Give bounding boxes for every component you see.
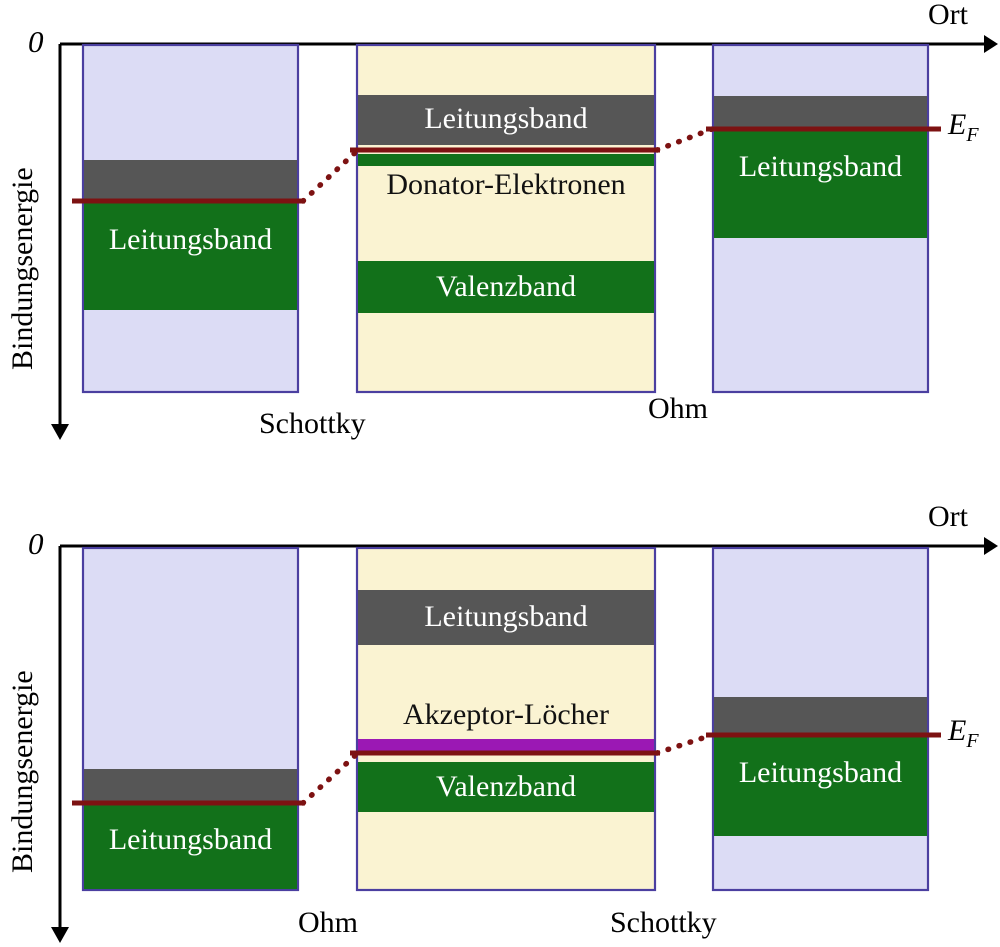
origin-label-n: 0	[28, 24, 44, 59]
right-contact-label-p: Schottky	[610, 906, 717, 939]
fermi-level-p	[72, 732, 941, 806]
valence-band-block	[358, 762, 654, 812]
y-axis-arrowhead	[51, 424, 69, 440]
semiconductor-valence-label-p: Valenzband	[436, 770, 576, 803]
right-contact-label-n: Ohm	[648, 392, 708, 425]
fermi-connector-right	[654, 732, 715, 756]
panel-n-type: 0 Ort Bindungsenergie Leitungsband Leitu…	[0, 0, 1000, 470]
conduction-band-block	[358, 95, 654, 145]
y-axis-label-p: Bindungsenergie	[6, 670, 39, 873]
origin-label-p: 0	[28, 526, 44, 561]
fermi-label-subscript: F	[966, 730, 979, 752]
fermi-level-n	[72, 126, 941, 204]
right-metal-band-label-p: Leitungsband	[738, 756, 903, 789]
region-left-metal-p	[81, 546, 300, 892]
right-metal-gray-band	[714, 697, 927, 733]
right-metal-green-band	[714, 733, 927, 836]
semiconductor-conduction-label-n: Leitungsband	[424, 102, 588, 135]
fermi-connector-right	[654, 126, 715, 153]
panel-n-type-graphics	[51, 35, 998, 440]
left-metal-band-label-n: Leitungsband	[108, 223, 273, 256]
panel-p-type-graphics	[51, 537, 998, 943]
region-middle-semiconductor-n	[355, 43, 657, 394]
fermi-label-text: E	[948, 108, 967, 141]
axes-p-type	[51, 537, 998, 943]
panel-p-type: 0 Ort Bindungsenergie Leitungsband Leitu…	[0, 470, 1000, 947]
y-axis-label-n: Bindungsenergie	[6, 167, 39, 370]
acceptor-level-block	[358, 739, 654, 751]
valence-band-block	[358, 261, 654, 313]
region-middle-semiconductor-p	[355, 546, 657, 892]
fermi-label-p: EF	[948, 714, 979, 752]
left-contact-label-n: Schottky	[259, 407, 366, 440]
conduction-band-block	[358, 590, 654, 645]
fermi-label-text: E	[948, 714, 967, 747]
fermi-label-subscript: F	[966, 124, 979, 146]
semiconductor-conduction-label-p: Leitungsband	[424, 600, 588, 633]
semiconductor-donor-label-n: Donator-Elektronen	[386, 168, 626, 201]
right-metal-green-band	[714, 131, 927, 238]
y-axis-arrowhead	[51, 927, 69, 943]
donor-level-block	[358, 154, 654, 166]
region-right-metal-n	[711, 43, 930, 394]
fermi-connector-left	[300, 750, 361, 806]
x-axis-arrowhead	[984, 35, 998, 53]
x-axis-arrowhead	[984, 537, 998, 555]
left-metal-gray-band	[84, 769, 297, 803]
left-contact-label-p: Ohm	[298, 906, 358, 939]
semiconductor-acceptor-label-p: Akzeptor-Löcher	[403, 698, 609, 731]
left-metal-green-band	[84, 803, 297, 889]
fermi-label-n: EF	[948, 108, 979, 146]
left-metal-gray-band	[84, 160, 297, 203]
fermi-connector-left	[300, 147, 361, 204]
left-metal-band-label-p: Leitungsband	[108, 823, 273, 856]
region-right-metal-p	[711, 546, 930, 892]
left-metal-green-band	[84, 203, 297, 310]
x-axis-label-n: Ort	[928, 0, 968, 31]
right-metal-band-label-n: Leitungsband	[738, 150, 903, 183]
semiconductor-valence-label-n: Valenzband	[436, 270, 576, 303]
region-left-metal-n	[81, 43, 300, 394]
x-axis-label-p: Ort	[928, 500, 968, 533]
right-metal-gray-band	[714, 96, 927, 131]
